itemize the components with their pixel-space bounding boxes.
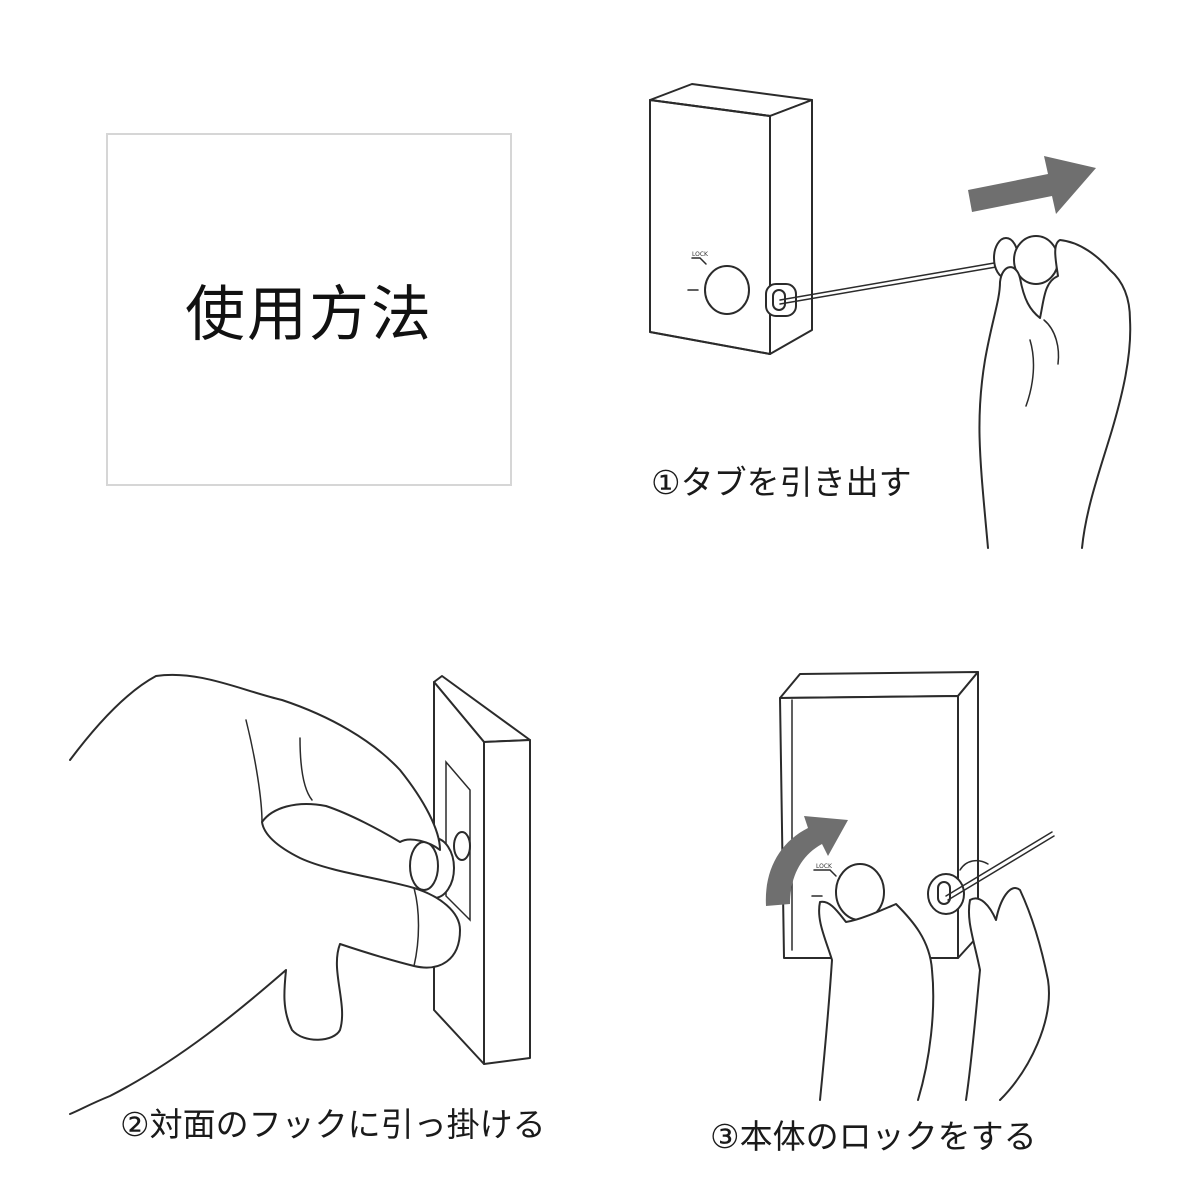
page-title: 使用方法: [185, 280, 433, 350]
plate-front: [483, 739, 531, 1065]
step3-illustration: LOCK: [765, 671, 1055, 1101]
device3-top: [779, 671, 979, 699]
step3-caption: ③本体のロックをする: [710, 1117, 1037, 1156]
curved-arrow-icon: [765, 816, 848, 906]
hand-2: [69, 674, 461, 1115]
hand-3b: [965, 887, 1050, 1101]
step1-illustration: LOCK: [649, 83, 1132, 549]
step2-caption: ②対面のフックに引っ掛ける: [120, 1105, 546, 1144]
device-front: [649, 99, 771, 355]
lock-label-3: LOCK: [816, 863, 833, 870]
title-box: 使用方法: [106, 133, 512, 486]
hand-3a: [818, 900, 935, 1101]
step1-caption: ①タブを引き出す: [651, 463, 912, 502]
arrow-right-icon: [968, 156, 1096, 214]
lock-label: LOCK: [692, 251, 709, 258]
hand-1: [978, 239, 1132, 549]
wire: [779, 261, 1001, 301]
wire-3: [945, 831, 1053, 897]
step2-illustration: [69, 674, 531, 1115]
lock-knob: [704, 265, 750, 315]
